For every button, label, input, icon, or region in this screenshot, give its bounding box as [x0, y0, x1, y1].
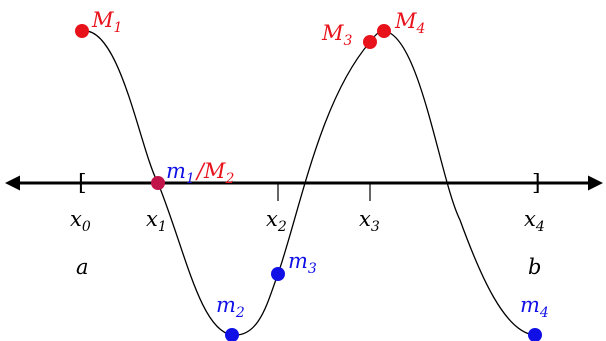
- left-bracket: [: [78, 171, 87, 196]
- right-bracket: ]: [532, 171, 541, 196]
- point-m4: [528, 328, 542, 341]
- label-m3: m3: [288, 249, 317, 277]
- label-M4: M4: [394, 9, 425, 37]
- endpoint-label-a: a: [76, 255, 89, 279]
- label-M3: M3: [321, 21, 353, 49]
- tick-label-x2: x2: [266, 207, 287, 235]
- label-m2: m2: [216, 293, 245, 321]
- tick-label-x0: x0: [70, 207, 91, 235]
- label-M1: M1: [91, 8, 122, 36]
- point-M4: [377, 24, 391, 38]
- point-M1: [75, 24, 89, 38]
- tick-label-x1: x1: [146, 207, 167, 235]
- tick-label-x3: x3: [359, 207, 380, 235]
- tick-label-x4: x4: [524, 207, 545, 235]
- label-m4: m4: [520, 293, 549, 321]
- point-M3: [363, 35, 377, 49]
- point-m2: [225, 328, 239, 341]
- endpoint-label-b: b: [528, 255, 541, 279]
- point-m1-M2: [151, 176, 165, 190]
- label-m1-M2: m1/M2: [166, 159, 234, 187]
- point-m3: [271, 267, 285, 281]
